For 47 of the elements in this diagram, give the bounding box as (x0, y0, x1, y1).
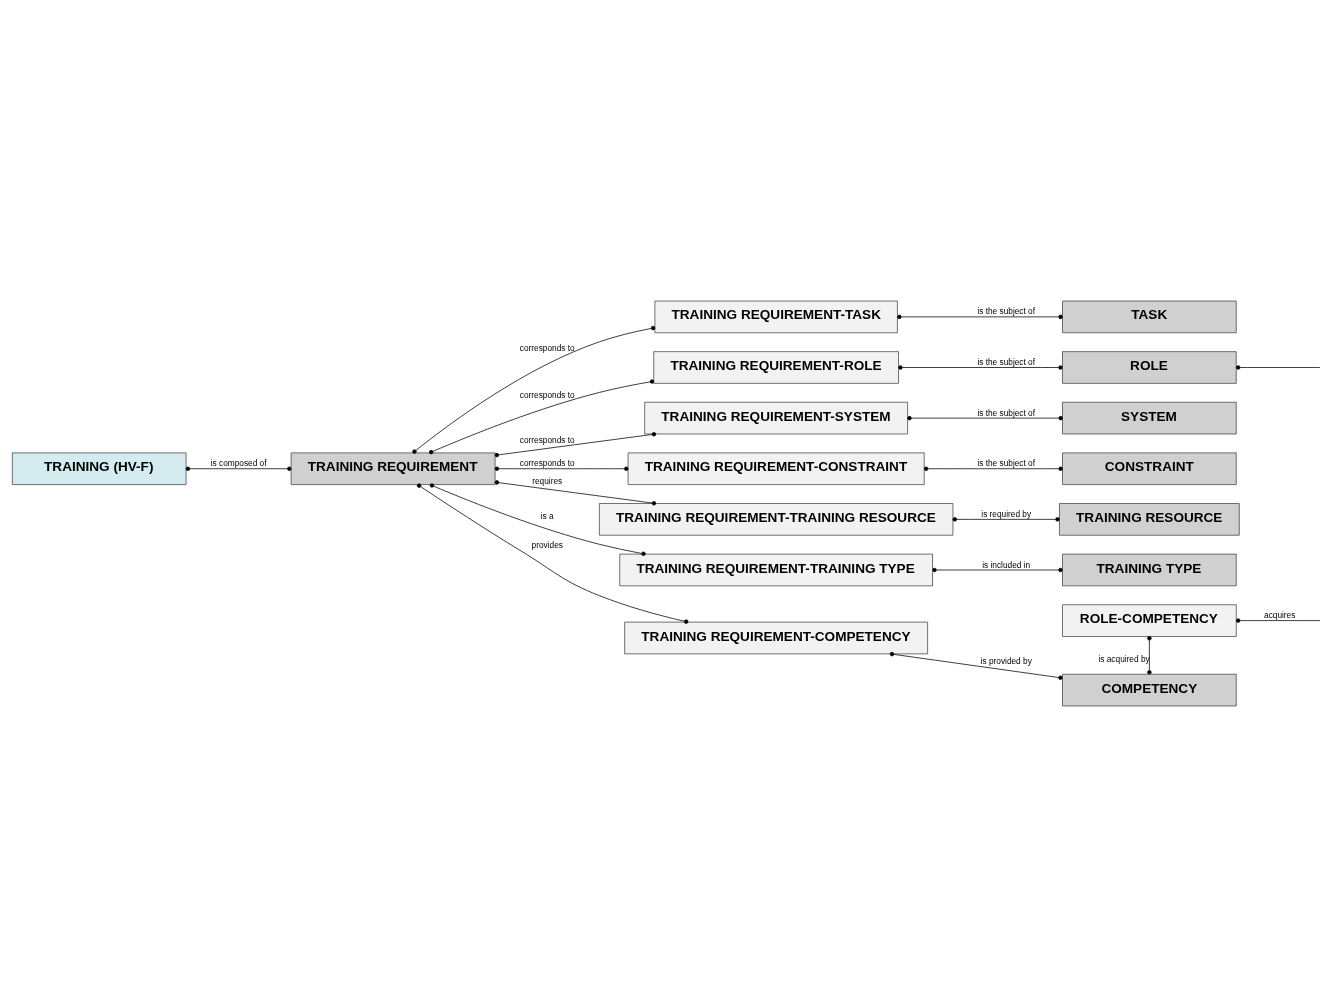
node-box: TRAINING REQUIREMENT-TASK (654, 300, 898, 333)
connector (952, 516, 1060, 522)
edge-label: corresponds to (519, 342, 575, 353)
edge-label: is the subject of (977, 305, 1036, 316)
connector (897, 314, 1063, 319)
node-box: TRAINING RESOURCE (1059, 502, 1240, 536)
connector (932, 567, 1063, 572)
connector (494, 431, 657, 457)
connector (889, 651, 1063, 680)
edge-label: requires (532, 475, 563, 486)
edge-label: corresponds to (519, 434, 575, 445)
connector (907, 415, 1063, 420)
node-box: ROLE-COMPETENCY (1062, 603, 1237, 637)
node-box: TRAINING REQUIREMENT-CONSTRAINT (627, 452, 925, 485)
connector (416, 482, 689, 624)
node-box: ROLE (1062, 350, 1237, 384)
edge-label: is the subject of (977, 356, 1036, 367)
connector (1239, 366, 1321, 368)
node-box: TRAINING REQUIREMENT-ROLE (653, 350, 899, 384)
edge-label: is the subject of (977, 457, 1036, 468)
edge-label: is composed of (210, 457, 267, 468)
connector (494, 479, 657, 505)
connector (428, 378, 655, 454)
connector (185, 466, 292, 471)
connector (494, 466, 629, 471)
edge-label: provides (531, 539, 563, 550)
edge-label: corresponds to (519, 389, 575, 400)
edge-label: acquires (1264, 609, 1296, 620)
edge-label: is the subject of (977, 407, 1036, 418)
connector (1239, 619, 1321, 621)
connector (412, 325, 656, 454)
edge-label: corresponds to (519, 457, 575, 468)
edge-label: is required by (981, 508, 1032, 519)
node-box: TRAINING (HV-F) (11, 452, 187, 485)
connector (429, 482, 646, 556)
connector (924, 466, 1063, 471)
node-box: COMPETENCY (1062, 673, 1237, 706)
connector (1147, 635, 1152, 674)
edge-label: is provided by (980, 655, 1032, 666)
node-box: TASK (1062, 300, 1237, 333)
node-box: SYSTEM (1062, 401, 1237, 434)
node-box: TRAINING TYPE (1062, 553, 1237, 586)
node-box: TRAINING REQUIREMENT (290, 452, 496, 485)
edge-label: is included in (982, 559, 1031, 570)
edge-label: is a (540, 510, 554, 521)
node-box: CONSTRAINT (1062, 452, 1237, 485)
connector (898, 364, 1063, 370)
